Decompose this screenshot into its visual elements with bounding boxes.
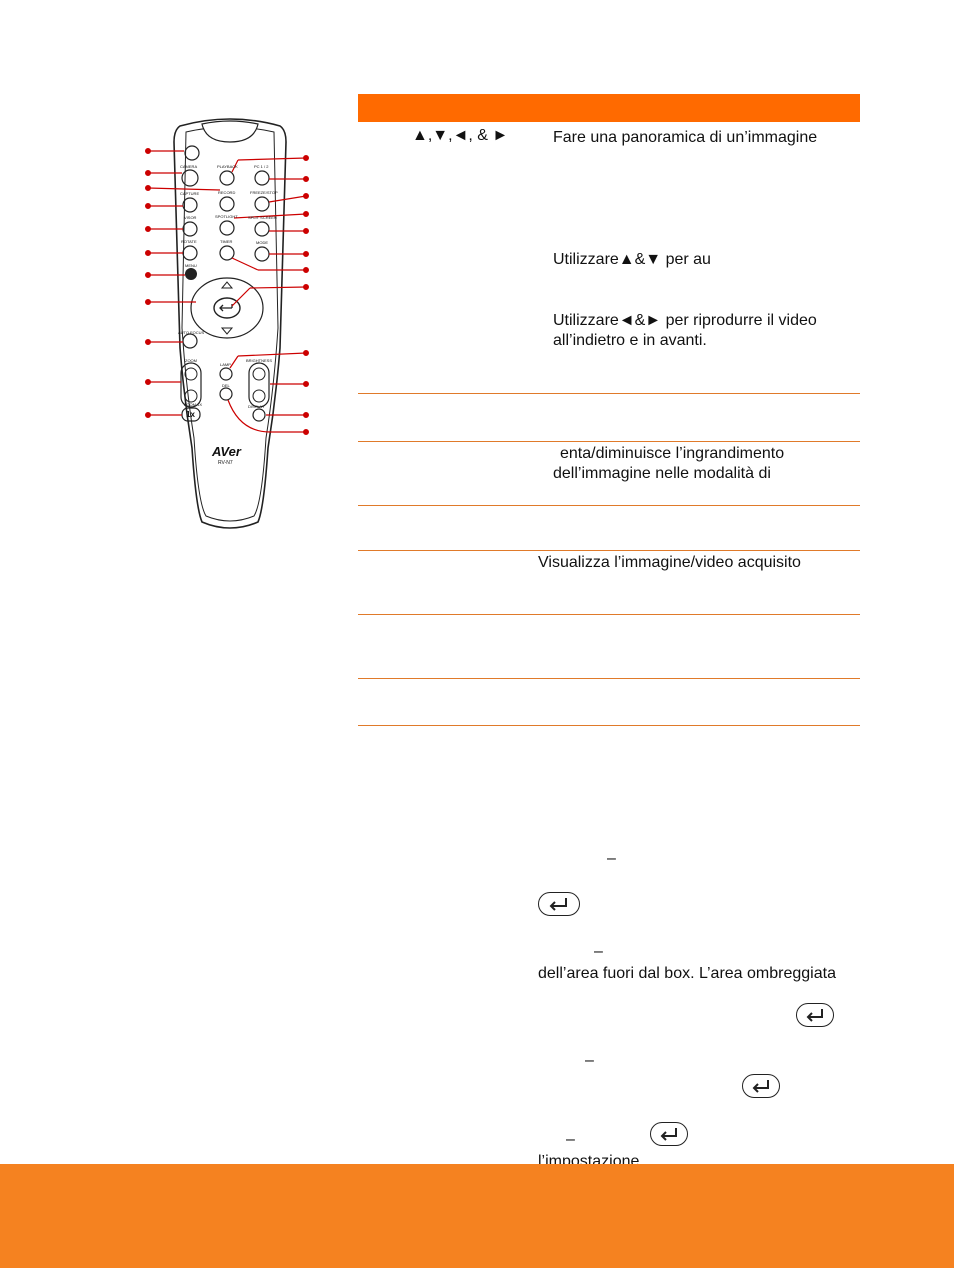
row3-desc-line1: enta/diminuisce l’ingrandimento [560, 445, 785, 462]
table-row-divider [358, 725, 860, 726]
remote-label-1x: 1x [186, 410, 195, 419]
table-row-divider [358, 550, 860, 551]
row1-desc-line1: Fare una panoramica di un’immagine [553, 129, 818, 146]
arrow-keys-label: ▲,▼,◄, & ► [412, 127, 509, 144]
table-row-divider [358, 441, 860, 442]
row1-desc-line3: Utilizzare◄&► per riprodurre il video [553, 312, 817, 329]
remote-label-zoom: ZOOM [185, 358, 197, 363]
remote-label-brightness: BRIGHTNESS [246, 358, 273, 363]
table-row-divider [358, 505, 860, 506]
remote-label-mode: MODE [256, 240, 268, 245]
remote-label-zoom1x: ZOOM 1X [184, 402, 203, 407]
remote-model-label: RV-N7 [218, 460, 233, 466]
remote-label-autofocus: AUTO FOCUS [178, 330, 205, 335]
remote-label-spotlight: SPOTLIGHT [215, 214, 238, 219]
row1-desc-line2: Utilizzare▲&▼ per au [553, 251, 711, 268]
row5-desc-line1: Visualizza l’immagine/video acquisito [538, 554, 801, 571]
remote-label-camera: CAMERA [180, 164, 198, 169]
row8-dash-4: – [566, 1131, 575, 1148]
remote-label-timer: TIMER [220, 239, 233, 244]
enter-key-icon [650, 1122, 688, 1146]
remote-label-pc: PC 1 / 2 [254, 164, 269, 169]
table-header-bar [358, 94, 860, 122]
remote-label-split: SPLIT SCREEN [248, 215, 277, 220]
row1-desc-line4: all’indietro e in avanti. [553, 332, 707, 349]
remote-label-visor: VISOR [184, 215, 197, 220]
remote-label-del: DEL [222, 383, 230, 388]
remote-label-capture: CAPTURE [180, 191, 200, 196]
enter-key-icon [796, 1003, 834, 1027]
remote-label-display: DISPLAY [248, 404, 265, 409]
enter-key-icon [538, 892, 580, 916]
row8-dash-1: – [607, 850, 616, 867]
row8-dash-2: – [594, 943, 603, 960]
remote-label-freeze: FREEZE/STOP [250, 190, 278, 195]
table-row-divider [358, 393, 860, 394]
footer-band [0, 1164, 954, 1268]
remote-control-illustration: CAMERA PLAYBACK PC 1 / 2 CAPTURE RECORD … [140, 118, 320, 543]
table-row-divider [358, 614, 860, 615]
remote-label-menu: MENU [185, 263, 197, 268]
row8-line-a: dell’area fuori dal box. L’area ombreggi… [538, 965, 836, 982]
remote-brand-logo: AVer [212, 444, 241, 459]
row8-dash-3: – [585, 1052, 594, 1069]
enter-key-icon [742, 1074, 780, 1098]
remote-label-record: RECORD [218, 190, 236, 195]
remote-label-playback: PLAYBACK [217, 164, 238, 169]
remote-label-rotate: ROTATE [181, 239, 197, 244]
remote-label-lamp: LAMP [220, 362, 231, 367]
table-row-divider [358, 678, 860, 679]
remote-control-drawing [144, 118, 310, 529]
row3-desc-line2: dell’immagine nelle modalità di [553, 465, 771, 482]
